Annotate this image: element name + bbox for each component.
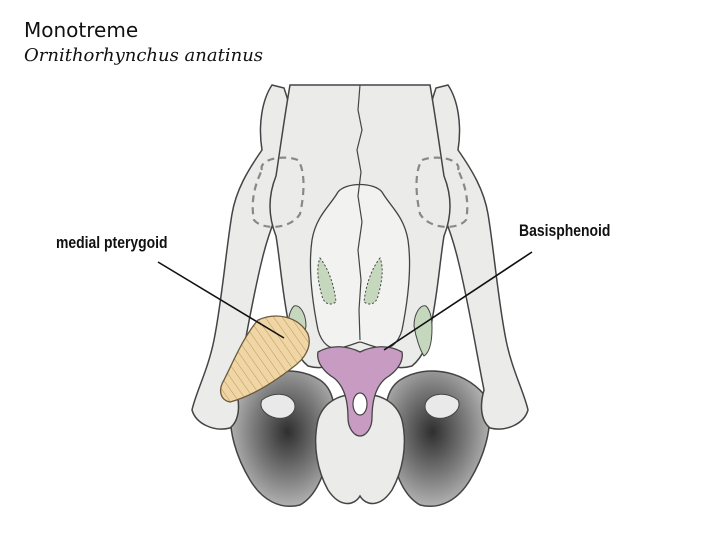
foramen-magnum — [353, 393, 367, 415]
label-basisphenoid: Basisphenoid — [519, 221, 610, 241]
label-medial-pterygoid: medial pterygoid — [56, 233, 168, 253]
